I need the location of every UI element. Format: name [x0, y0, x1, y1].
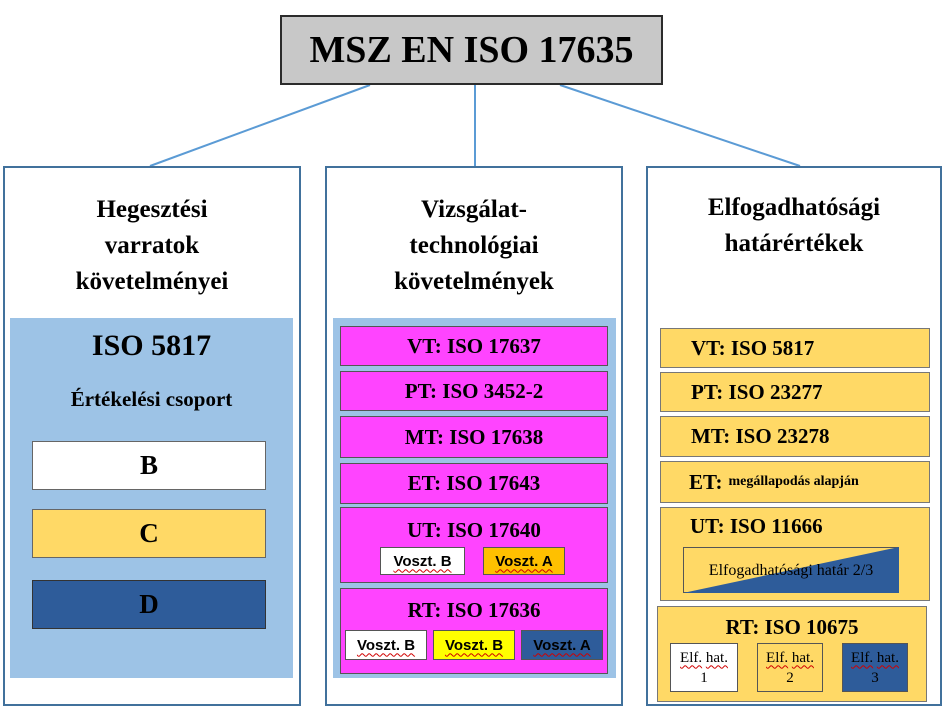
rt-voszt-a-tag: Voszt. A — [521, 630, 603, 660]
ut-voszt-a-tag: Voszt. A — [483, 547, 565, 575]
mt-iso-17638: MT: ISO 17638 — [340, 416, 608, 458]
connector-right — [559, 84, 801, 167]
rt-voszt-b-tag-1: Voszt. B — [345, 630, 427, 660]
ut-voszt-b-tag: Voszt. B — [380, 547, 465, 575]
acceptance-limit-label: Elfogadhatósági határ 2/3 — [708, 562, 874, 579]
mt-iso-23278: MT: ISO 23278 — [660, 416, 930, 457]
rt-iso-17636: RT: ISO 17636 — [407, 597, 541, 622]
elf-hat-3: Elf. hat. 3 — [842, 643, 908, 692]
level-b-box: B — [32, 441, 266, 490]
evaluation-group-label: Értékelési csoport — [70, 386, 233, 411]
level-c-box: C — [32, 509, 266, 558]
vt-iso-17637: VT: ISO 17637 — [340, 326, 608, 366]
rt-voszt-b-tag-2: Voszt. B — [433, 630, 515, 660]
acceptance-limit-triangle — [683, 547, 899, 593]
level-d-box: D — [32, 580, 266, 629]
elf-hat-2: Elf. hat. 2 — [757, 643, 823, 692]
ut-iso-11666: UT: ISO 11666 — [690, 514, 823, 538]
elf-hat-1: Elf. hat. 1 — [670, 643, 738, 692]
test-requirements-heading: Vizsgálat- technológiai követelmények — [394, 196, 554, 295]
vt-iso-5817: VT: ISO 5817 — [660, 328, 930, 368]
iso-5817-title: ISO 5817 — [91, 329, 212, 362]
rt-iso-10675: RT: ISO 10675 — [725, 614, 859, 639]
pt-iso-23277: PT: ISO 23277 — [660, 372, 930, 412]
pt-iso-3452-2: PT: ISO 3452-2 — [340, 371, 608, 411]
connector-left — [149, 84, 371, 167]
et-agreement: ET: megállapodás alapján — [660, 461, 930, 503]
weld-requirements-heading: Hegesztési varratok követelményei — [75, 196, 229, 295]
acceptance-limits-heading: Elfogadhatósági határértékek — [707, 194, 881, 257]
ut-iso-17640: UT: ISO 17640 — [407, 517, 541, 542]
et-iso-17643: ET: ISO 17643 — [340, 463, 608, 504]
page-title: MSZ EN ISO 17635 — [280, 15, 663, 85]
